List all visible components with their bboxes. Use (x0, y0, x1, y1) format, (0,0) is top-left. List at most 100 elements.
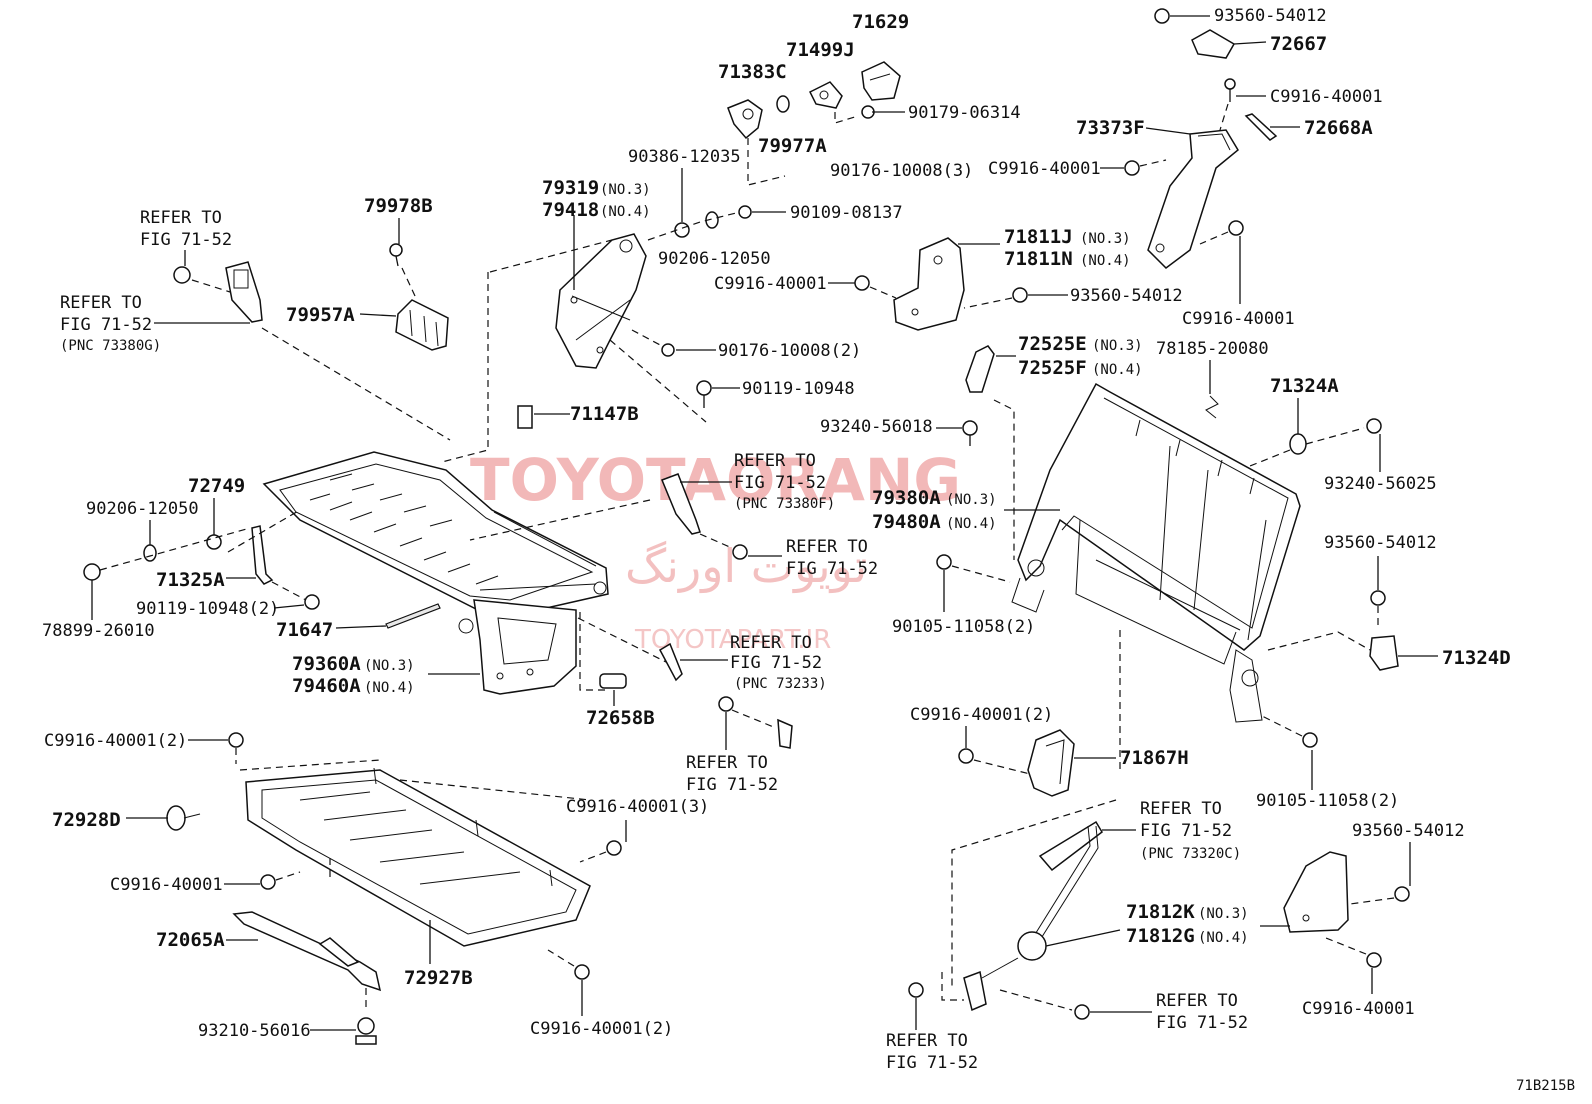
label-71811n[interactable]: 71811N (1004, 248, 1073, 270)
label-78185-20080[interactable]: 78185-20080 (1156, 339, 1269, 359)
label-90179-06314[interactable]: 90179-06314 (908, 103, 1021, 123)
label-90176-10008-3[interactable]: 90176-10008(3) (830, 161, 973, 181)
label-c9916-40001-e[interactable]: C9916-40001 (110, 875, 223, 895)
label-72749[interactable]: 72749 (188, 475, 245, 497)
label-73373f[interactable]: 73373F (1076, 117, 1145, 139)
label-90119-10948[interactable]: 90119-10948 (742, 379, 855, 399)
label-c9916-40001-3[interactable]: C9916-40001(3) (566, 797, 709, 817)
label-71812g[interactable]: 71812G (1126, 925, 1195, 947)
label-refer-1-line2[interactable]: FIG 71-52 (140, 230, 232, 250)
label-93560-54012-low[interactable]: 93560-54012 (1352, 821, 1465, 841)
part-79319-plate (555, 233, 647, 369)
label-c9916-40001-2-b[interactable]: C9916-40001(2) (910, 705, 1053, 725)
label-93560-54012-top[interactable]: 93560-54012 (1214, 6, 1327, 26)
label-71629[interactable]: 71629 (852, 11, 909, 33)
label-79977a[interactable]: 79977A (758, 135, 827, 157)
label-71647[interactable]: 71647 (276, 619, 333, 641)
label-93240-56025[interactable]: 93240-56025 (1324, 474, 1437, 494)
label-c9916-40001-b[interactable]: C9916-40001 (988, 159, 1101, 179)
label-79978b[interactable]: 79978B (364, 195, 433, 217)
label-refer-7-line1[interactable]: REFER TO (1140, 799, 1222, 819)
label-90206-12050-left[interactable]: 90206-12050 (86, 499, 199, 519)
label-72927b[interactable]: 72927B (404, 967, 473, 989)
label-79418[interactable]: 79418 (542, 199, 599, 221)
part-71629-cover (861, 61, 901, 101)
label-refer-3-line1[interactable]: REFER TO (734, 451, 816, 471)
label-refer-7-line2[interactable]: FIG 71-52 (1140, 821, 1232, 841)
part-78185-spring (1205, 395, 1219, 419)
label-c9916-40001-c[interactable]: C9916-40001 (714, 274, 827, 294)
label-71499j[interactable]: 71499J (786, 39, 855, 61)
label-refer-5-line1[interactable]: REFER TO (730, 633, 812, 653)
part-71647-strip (385, 603, 441, 629)
label-78899-26010[interactable]: 78899-26010 (42, 621, 155, 641)
label-90119-10948-2[interactable]: 90119-10948(2) (136, 599, 279, 619)
label-c9916-40001-d[interactable]: C9916-40001 (1182, 309, 1295, 329)
label-refer-4-line1[interactable]: REFER TO (786, 537, 868, 557)
label-90109-08137[interactable]: 90109-08137 (790, 203, 903, 223)
label-refer-6-line2[interactable]: FIG 71-52 (686, 775, 778, 795)
label-c9916-40001-a[interactable]: C9916-40001 (1270, 87, 1383, 107)
part-90105-bolt-a (936, 554, 952, 570)
label-90105-11058-2-a[interactable]: 90105-11058(2) (892, 617, 1035, 637)
label-refer-9-line2[interactable]: FIG 71-52 (886, 1053, 978, 1073)
part-93560-screw-right (1370, 590, 1386, 606)
label-72668a[interactable]: 72668A (1304, 117, 1373, 139)
label-79380a[interactable]: 79380A (872, 487, 941, 509)
part-72667-cap (1191, 29, 1236, 59)
label-refer-6-line1[interactable]: REFER TO (686, 753, 768, 773)
label-refer-8-line2[interactable]: FIG 71-52 (1156, 1013, 1248, 1033)
label-90206-12050-top[interactable]: 90206-12050 (658, 249, 771, 269)
label-refer-4-line2[interactable]: FIG 71-52 (786, 559, 878, 579)
label-71324d[interactable]: 71324D (1442, 647, 1511, 669)
label-72658b[interactable]: 72658B (586, 707, 655, 729)
label-79460a-no: (NO.4) (364, 680, 415, 696)
label-71324a[interactable]: 71324A (1270, 375, 1339, 397)
label-79480a[interactable]: 79480A (872, 511, 941, 533)
label-79957a[interactable]: 79957A (286, 304, 355, 326)
part-79977a-washer (776, 95, 790, 113)
label-refer-5-line2[interactable]: FIG 71-52 (730, 653, 822, 673)
label-72065a[interactable]: 72065A (156, 929, 225, 951)
label-72667[interactable]: 72667 (1270, 33, 1327, 55)
part-c9916-clip-lower-3 (260, 874, 276, 890)
label-refer-2-line1[interactable]: REFER TO (60, 293, 142, 313)
part-bolt-refer-4 (732, 544, 748, 560)
label-72525f[interactable]: 72525F (1018, 357, 1087, 379)
label-90386-12035[interactable]: 90386-12035 (628, 147, 741, 167)
label-71147b[interactable]: 71147B (570, 403, 639, 425)
label-refer-8-line1[interactable]: REFER TO (1156, 991, 1238, 1011)
label-93210-56016[interactable]: 93210-56016 (198, 1021, 311, 1041)
part-c9916-clip-left (1124, 160, 1140, 176)
label-93560-54012-right[interactable]: 93560-54012 (1324, 533, 1437, 553)
label-refer-1-line1[interactable]: REFER TO (140, 208, 222, 228)
label-c9916-40001-2-c[interactable]: C9916-40001(2) (530, 1019, 673, 1039)
label-79360a-no: (NO.3) (364, 658, 415, 674)
label-72928d[interactable]: 72928D (52, 809, 121, 831)
label-71811j[interactable]: 71811J (1004, 226, 1073, 248)
label-93240-56018[interactable]: 93240-56018 (820, 417, 933, 437)
label-79460a[interactable]: 79460A (292, 675, 361, 697)
label-c9916-40001-2-a[interactable]: C9916-40001(2) (44, 731, 187, 751)
label-refer-3-line2[interactable]: FIG 71-52 (734, 473, 826, 493)
label-79319[interactable]: 79319 (542, 177, 599, 199)
label-refer-2-line2[interactable]: FIG 71-52 (60, 315, 152, 335)
part-93560-screw-bracket (1012, 287, 1028, 303)
label-71812k[interactable]: 71812K (1126, 901, 1195, 923)
label-79360a[interactable]: 79360A (292, 653, 361, 675)
label-c9916-40001-f[interactable]: C9916-40001 (1302, 999, 1415, 1019)
part-71811-bracket (893, 237, 965, 331)
label-90176-10008-2[interactable]: 90176-10008(2) (718, 341, 861, 361)
label-refer-9-line1[interactable]: REFER TO (886, 1031, 968, 1051)
part-c9916-clip-lower-4 (574, 964, 590, 980)
label-71867h[interactable]: 71867H (1120, 747, 1189, 769)
part-93560-screw-top (1154, 8, 1170, 24)
watermark-main: TOYOTAORANG (470, 446, 961, 514)
label-93560-54012-mid[interactable]: 93560-54012 (1070, 286, 1183, 306)
label-71383c[interactable]: 71383C (718, 61, 787, 83)
label-72525e[interactable]: 72525E (1018, 333, 1087, 355)
part-72658b-pad (599, 673, 627, 689)
label-71812g-no: (NO.4) (1198, 930, 1249, 946)
label-90105-11058-2-b[interactable]: 90105-11058(2) (1256, 791, 1399, 811)
label-71325a[interactable]: 71325A (156, 569, 225, 591)
